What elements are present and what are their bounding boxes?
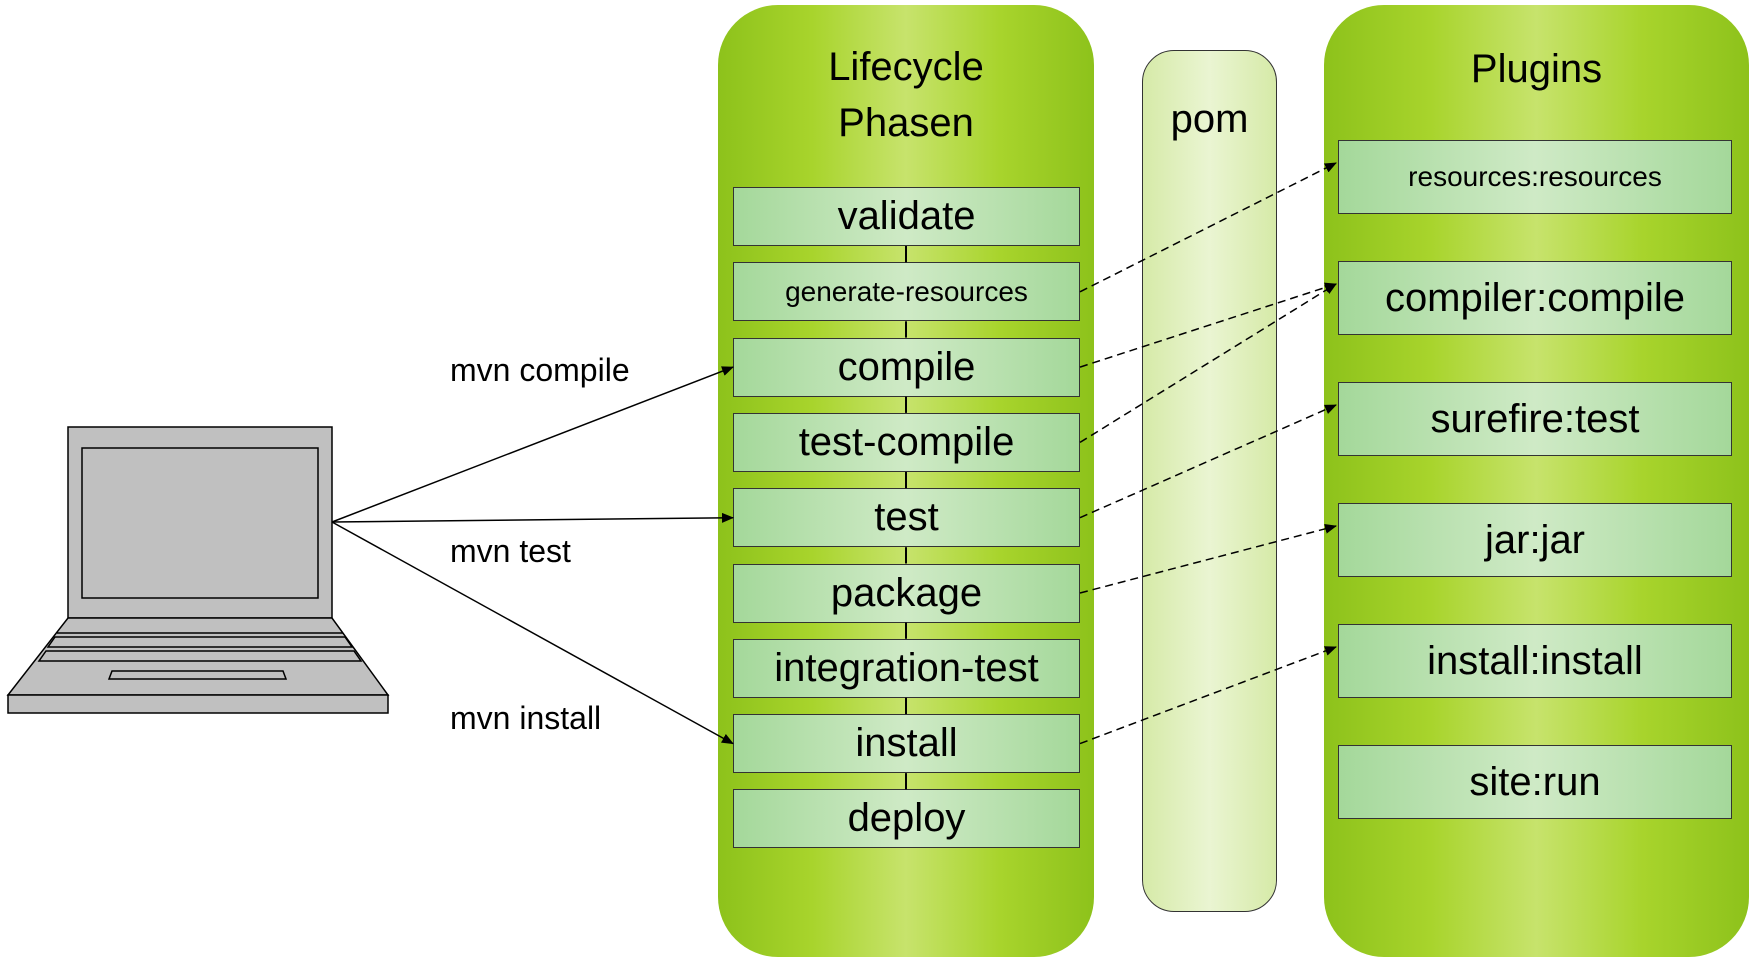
plugin-install-install: install:install [1338,624,1732,698]
command-arrow [331,512,734,523]
phase-generate-resources: generate-resources [733,262,1080,322]
command-arrow [331,366,734,523]
phase-package: package [733,563,1080,623]
command-arrow [331,521,734,745]
command-label: mvn test [450,533,571,569]
binding-arrow [1079,523,1337,594]
pom-column: pom [1142,50,1277,912]
binding-arrow [1079,283,1337,444]
lifecycle-title-line1: Lifecycle [828,45,984,89]
laptop-icon [6,426,390,714]
phase-test-compile: test-compile [733,412,1080,472]
plugin-compiler-compile: compiler:compile [1338,261,1732,335]
binding-arrow [1079,282,1337,368]
plugin-jar-jar: jar:jar [1338,503,1732,577]
pom-label: pom [1170,97,1249,141]
plugins-title: Plugins [1470,47,1603,91]
phase-test: test [733,488,1080,548]
binding-arrow [1079,646,1337,745]
phase-install: install [733,714,1080,774]
lifecycle-title-line2: Phasen [838,101,974,145]
phase-integration-test: integration-test [733,638,1080,698]
plugin-resources-resources: resources:resources [1338,140,1732,214]
phase-compile: compile [733,337,1080,397]
command-label: mvn compile [450,352,630,388]
plugin-site-run: site:run [1338,745,1732,819]
binding-arrow [1079,162,1337,293]
command-label: mvn install [450,700,602,736]
phase-deploy: deploy [733,789,1080,849]
plugin-surefire-test: surefire:test [1338,382,1732,456]
binding-arrow [1079,404,1337,519]
phase-validate: validate [733,187,1080,246]
